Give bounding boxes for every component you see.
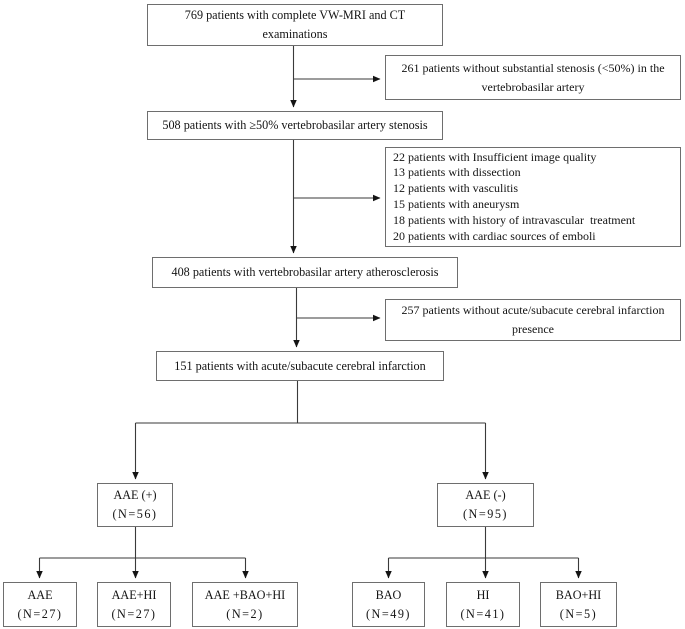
text-line: 12 patients with vasculitis — [393, 181, 518, 196]
node-excluded-257-no-infarction: 257 patients without acute/subacute cere… — [385, 299, 681, 341]
node-151-infarction: 151 patients with acute/subacute cerebra… — [156, 351, 444, 381]
node-769-complete-exams: 769 patients with complete VW-MRI and CT… — [147, 4, 443, 46]
text-line: 408 patients with vertebrobasilar artery… — [171, 265, 439, 279]
text-line: (N=5) — [559, 606, 598, 621]
text-line: (N=2) — [226, 606, 264, 621]
text-line: presence — [512, 322, 554, 336]
node-408-atherosclerosis: 408 patients with vertebrobasilar artery… — [152, 257, 458, 288]
node-508-stenosis: 508 patients with ≥50% vertebrobasilar a… — [147, 111, 443, 140]
text-line: BAO — [375, 587, 402, 602]
text-line: HI — [476, 587, 490, 602]
text-line: 20 patients with cardiac sources of embo… — [393, 228, 596, 243]
text-line: 508 patients with ≥50% vertebrobasilar a… — [162, 118, 428, 132]
text-line: (N=49) — [366, 606, 411, 621]
text-line: 15 patients with aneurysm — [393, 197, 520, 211]
node-hi: HI (N=41) — [446, 582, 520, 627]
text-line: 18 patients with history of intravascula… — [393, 212, 636, 227]
text-line: 151 patients with acute/subacute cerebra… — [174, 358, 426, 373]
text-line: 22 patients with Insufficient image qual… — [393, 149, 597, 164]
text-line: AAE (+) — [113, 488, 157, 502]
node-aae-negative: AAE (-) (N=95) — [437, 483, 534, 527]
node-aae-positive: AAE (+) (N=56) — [97, 483, 173, 527]
text-line: (N=56) — [112, 507, 158, 521]
text-line: vertebrobasilar artery — [481, 79, 585, 94]
text-line: (N=27) — [17, 606, 63, 621]
text-line: 769 patients with complete VW-MRI and CT — [184, 8, 406, 22]
text-line: AAE+HI — [111, 587, 157, 602]
node-bao: BAO (N=49) — [352, 582, 425, 627]
node-bao-hi: BAO+HI (N=5) — [540, 582, 617, 627]
node-aae-bao-hi: AAE +BAO+HI (N=2) — [192, 582, 298, 627]
text-line: (N=95) — [463, 507, 508, 521]
text-line: (N=41) — [460, 606, 506, 621]
node-excluded-other-causes: 22 patients with Insufficient image qual… — [385, 147, 681, 247]
node-aae: AAE (N=27) — [3, 582, 77, 627]
text-line: 261 patients without substantial stenosi… — [401, 60, 665, 75]
text-line: BAO+HI — [555, 587, 602, 602]
text-line: 13 patients with dissection — [393, 165, 521, 180]
text-line: 257 patients without acute/subacute cere… — [401, 303, 665, 317]
text-line: AAE +BAO+HI — [204, 587, 286, 602]
text-line: AAE — [27, 587, 53, 602]
text-line: examinations — [262, 27, 328, 41]
node-excluded-261-no-stenosis: 261 patients without substantial stenosi… — [385, 55, 681, 100]
node-aae-hi: AAE+HI (N=27) — [97, 582, 171, 627]
text-line: (N=27) — [111, 606, 157, 621]
text-line: AAE (-) — [465, 488, 506, 502]
